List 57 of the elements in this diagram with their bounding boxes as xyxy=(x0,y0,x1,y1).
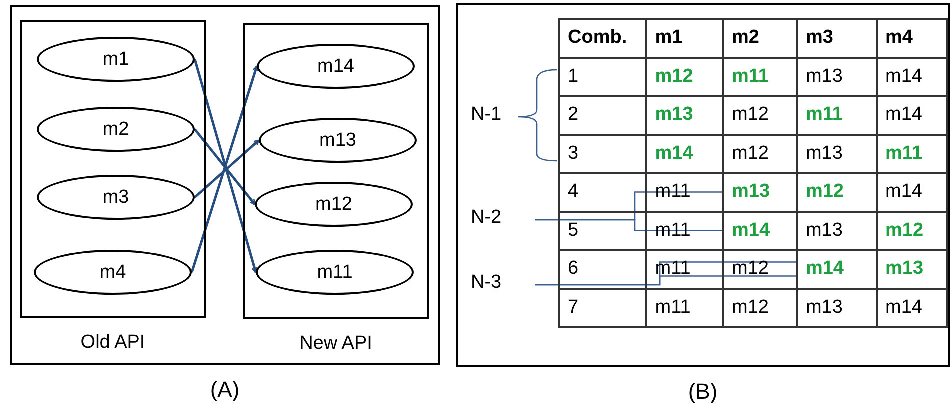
method-ellipse: m11 xyxy=(256,250,414,295)
header-cell: Comb. xyxy=(559,19,646,58)
table-cell: m11 xyxy=(646,288,724,327)
table-cell: 6 xyxy=(559,250,646,288)
table-cell: m11 xyxy=(796,96,877,134)
table-cell: m13 xyxy=(796,288,877,327)
table-cell: m14 xyxy=(876,96,947,134)
table-cell: m14 xyxy=(646,134,724,173)
table-cell: m14 xyxy=(876,288,947,327)
arrow xyxy=(194,140,260,198)
table-cell: m13 xyxy=(796,134,877,173)
group-caption: Old API xyxy=(80,332,146,354)
table-cell: 2 xyxy=(559,96,646,134)
table-cell: m14 xyxy=(876,58,947,96)
header-cell: m2 xyxy=(723,19,797,58)
table-cell: 7 xyxy=(559,288,646,327)
table-cell: m14 xyxy=(796,250,877,288)
method-ellipse: m2 xyxy=(37,107,195,152)
table-cell: m12 xyxy=(723,134,797,173)
table-cell: m13 xyxy=(646,96,724,134)
method-ellipse: m1 xyxy=(37,37,195,82)
table-cell: m11 xyxy=(876,134,947,173)
method-ellipse: m4 xyxy=(34,250,192,295)
method-ellipse: m13 xyxy=(259,118,417,163)
header-cell: m3 xyxy=(796,19,877,58)
table-cell: m13 xyxy=(723,173,797,212)
table-cell: 3 xyxy=(559,134,646,173)
table-cell: m12 xyxy=(723,288,797,327)
panel-frame xyxy=(10,5,440,365)
table-cell: m13 xyxy=(876,250,947,288)
table-cell: m13 xyxy=(796,58,877,96)
table-cell: m13 xyxy=(796,212,877,250)
header-cell: m4 xyxy=(876,19,947,58)
table-cell: m12 xyxy=(723,250,797,288)
method-ellipse: m14 xyxy=(257,44,415,89)
group-label: N-3 xyxy=(471,272,511,298)
table-cell: 5 xyxy=(559,212,646,250)
table-cell: m12 xyxy=(646,58,724,96)
group-caption: New API xyxy=(300,333,372,355)
table-cell: m11 xyxy=(723,58,797,96)
table-cell: 1 xyxy=(559,58,646,96)
leader-line xyxy=(535,276,797,286)
panel-caption: (A) xyxy=(210,377,240,403)
group-label: N-2 xyxy=(471,207,511,233)
table-cell: 4 xyxy=(559,173,646,212)
table-cell: m12 xyxy=(723,96,797,134)
header-cell: m1 xyxy=(646,19,724,58)
panel-frame xyxy=(456,3,950,367)
method-ellipse: m3 xyxy=(37,175,195,220)
table-cell: m12 xyxy=(876,212,947,250)
table-cell: m14 xyxy=(723,212,797,250)
group-label: N-1 xyxy=(471,104,511,130)
table-cell: m14 xyxy=(876,173,947,212)
arrow xyxy=(194,128,256,206)
panel-caption: (B) xyxy=(688,379,718,405)
table-cell: m12 xyxy=(796,173,877,212)
method-ellipse: m12 xyxy=(255,182,413,227)
